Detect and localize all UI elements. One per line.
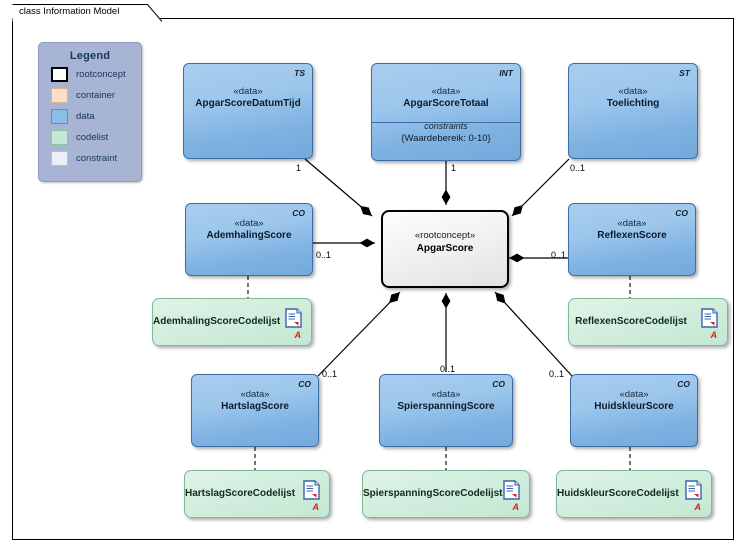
legend-label-constraint: constraint <box>76 153 118 164</box>
type-tag-int: INT <box>499 68 513 78</box>
class-name-label: HuidskleurScore <box>594 401 674 412</box>
document-icon <box>503 480 520 505</box>
codelist-name-label: HuidskleurScoreCodelijst <box>557 488 679 499</box>
legend-label-container: container <box>76 90 116 101</box>
tab-shape-icon <box>12 4 162 22</box>
legend-label-codelist: codelist <box>76 132 109 143</box>
legend-item-rootconcept: rootconcept <box>51 66 141 83</box>
legend-panel: Legend rootconcept container data codeli… <box>38 42 142 182</box>
codelist-name-label: ReflexenScoreCodelijst <box>575 316 687 327</box>
edge-datumtijd <box>304 158 373 217</box>
stereotype-label: «data» <box>240 389 270 400</box>
class-apgarscore-rootconcept[interactable]: «rootconcept» ApgarScore <box>381 210 509 288</box>
class-hartslagscore[interactable]: CO «data» HartslagScore <box>191 374 319 447</box>
stereotype-label: «data» <box>617 218 647 229</box>
multiplicity-datumtijd: 1 <box>296 163 302 173</box>
legend-label-rootconcept: rootconcept <box>76 69 126 80</box>
codelist-marker-a: A <box>312 502 320 512</box>
multiplicity-toelichting: 0..1 <box>570 163 586 173</box>
codelist-ademhalingscorecodelijst[interactable]: AdemhalingScoreCodelijst A <box>152 298 312 346</box>
codelist-marker-a: A <box>694 502 702 512</box>
constraint-swatch-icon <box>51 151 68 166</box>
legend-item-constraint: constraint <box>51 150 141 167</box>
stereotype-label: «data» <box>618 86 648 97</box>
class-reflexenscore[interactable]: CO «data» ReflexenScore <box>568 203 696 276</box>
stereotype-label: «data» <box>431 389 461 400</box>
class-name-label: SpierspanningScore <box>397 401 495 412</box>
container-swatch-icon <box>51 88 68 103</box>
edge-toelichting <box>511 158 570 217</box>
type-tag-co: CO <box>292 208 305 218</box>
constraints-heading: constraints <box>424 121 468 131</box>
stereotype-label: «rootconcept» <box>414 230 476 241</box>
legend-item-container: container <box>51 87 141 104</box>
data-swatch-icon <box>51 109 68 124</box>
stereotype-label: «data» <box>619 389 649 400</box>
class-huidskleurscore[interactable]: CO «data» HuidskleurScore <box>570 374 698 447</box>
class-spierspanningscore[interactable]: CO «data» SpierspanningScore <box>379 374 513 447</box>
multiplicity-reflexen: 0..1 <box>551 250 567 260</box>
rootconcept-swatch-icon <box>51 67 68 82</box>
stereotype-label: «data» <box>234 218 264 229</box>
type-tag-co: CO <box>298 379 311 389</box>
document-icon <box>303 480 320 505</box>
type-tag-co: CO <box>492 379 505 389</box>
codelist-name-label: AdemhalingScoreCodelijst <box>153 316 281 327</box>
class-name-label: ApgarScoreTotaal <box>403 98 489 109</box>
multiplicity-huidskleur: 0..1 <box>549 369 565 379</box>
type-tag-co: CO <box>677 379 690 389</box>
multiplicity-totaal: 1 <box>451 163 457 173</box>
edge-huidskleur <box>494 291 573 377</box>
multiplicity-hartslag: 0..1 <box>322 369 338 379</box>
type-tag-co: CO <box>675 208 688 218</box>
legend-label-data: data <box>76 111 95 122</box>
class-name-label: ReflexenScore <box>597 230 667 241</box>
codelist-marker-a: A <box>710 330 718 340</box>
type-tag-st: ST <box>679 68 690 78</box>
codelist-swatch-icon <box>51 130 68 145</box>
class-name-label: Toelichting <box>606 98 660 109</box>
codelist-name-label: SpierspanningScoreCodelijst <box>363 488 503 499</box>
stereotype-label: «data» <box>431 86 461 97</box>
document-icon <box>685 480 702 505</box>
multiplicity-spierspanning: 0..1 <box>440 364 456 374</box>
class-toelichting[interactable]: ST «data» Toelichting <box>568 63 698 159</box>
legend-item-data: data <box>51 108 141 125</box>
codelist-reflexenscorecodelijst[interactable]: ReflexenScoreCodelijst A <box>568 298 728 346</box>
class-ademhalingscore[interactable]: CO «data» AdemhalingScore <box>185 203 313 276</box>
compartment-divider <box>372 122 520 123</box>
codelist-hartslagscorecodelijst[interactable]: HartslagScoreCodelijst A <box>184 470 330 518</box>
diagram-title-label: class Information Model <box>19 6 120 17</box>
codelist-spierspanningscorecodelijst[interactable]: SpierspanningScoreCodelijst A <box>362 470 530 518</box>
class-name-label: ApgarScore <box>416 243 474 254</box>
stereotype-label: «data» <box>233 86 263 97</box>
class-apgarscoredatumtijd[interactable]: TS «data» ApgarScoreDatumTijd <box>183 63 313 159</box>
codelist-marker-a: A <box>512 502 520 512</box>
multiplicity-ademhaling: 0..1 <box>316 250 332 260</box>
type-tag-ts: TS <box>294 68 305 78</box>
document-icon <box>701 308 718 333</box>
constraints-value: {Waardebereik: 0-10} <box>401 133 491 144</box>
legend-item-codelist: codelist <box>51 129 141 146</box>
class-name-label: HartslagScore <box>221 401 289 412</box>
codelist-name-label: HartslagScoreCodelijst <box>185 488 296 499</box>
class-name-label: ApgarScoreDatumTijd <box>195 98 301 109</box>
class-name-label: AdemhalingScore <box>206 230 292 241</box>
legend-title: Legend <box>69 50 111 62</box>
class-apgarscoretotaal[interactable]: INT «data» ApgarScoreTotaal constraints … <box>371 63 521 161</box>
edge-hartslag <box>317 291 401 377</box>
codelist-marker-a: A <box>294 330 302 340</box>
document-icon <box>285 308 302 333</box>
codelist-huidskleurscorecodelijst[interactable]: HuidskleurScoreCodelijst A <box>556 470 712 518</box>
